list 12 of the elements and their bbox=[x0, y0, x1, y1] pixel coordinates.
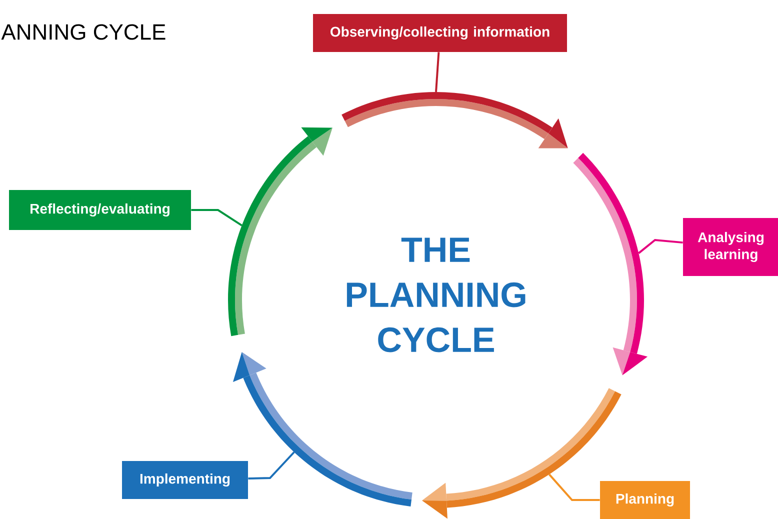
label-box: Reflecting/evaluating bbox=[9, 190, 191, 230]
leader-line bbox=[191, 209, 242, 226]
center-title: THE PLANNING CYCLE bbox=[346, 238, 526, 352]
label-box: Implementing bbox=[122, 461, 248, 499]
leader-line bbox=[638, 238, 683, 254]
leader-line bbox=[435, 52, 440, 92]
label-box: Planning bbox=[600, 481, 690, 519]
leader-line bbox=[248, 451, 295, 480]
leader-line bbox=[548, 474, 600, 501]
title: ANNING CYCLE bbox=[1, 24, 166, 40]
label-box: Analysing learning bbox=[683, 218, 778, 276]
label-box: Observing/collecting information bbox=[313, 14, 567, 52]
